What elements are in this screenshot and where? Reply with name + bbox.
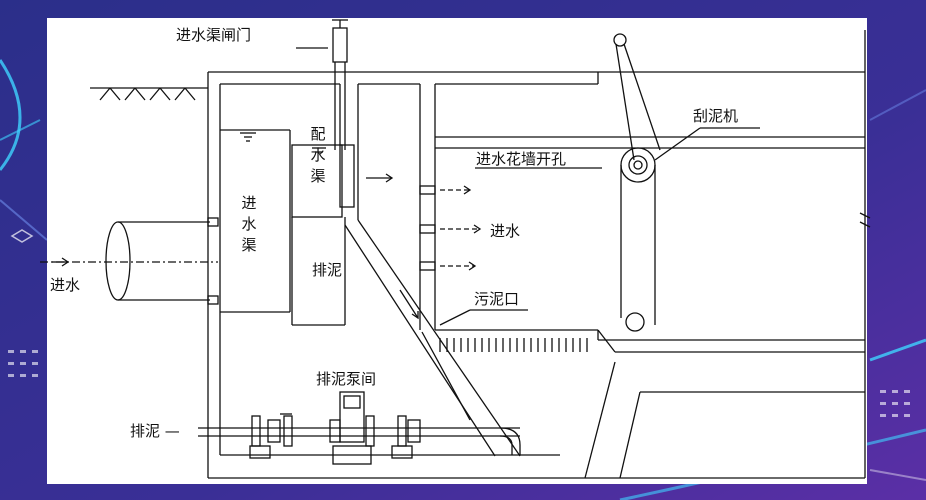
ground-hatching	[99, 87, 196, 101]
diagram-panel	[47, 18, 867, 484]
inlet-pipe	[40, 217, 219, 305]
inlet-wall-holes	[419, 185, 436, 271]
sludge-pipe	[198, 391, 521, 465]
label-inlet-gate: 进水渠闸门	[176, 26, 252, 44]
label-sludge-drain: 排泥	[312, 261, 343, 279]
label-sludge-port: 污泥口	[474, 290, 520, 308]
label-distribution-channel: 配水渠	[310, 125, 326, 185]
label-inlet-channel: 进水渠	[241, 194, 257, 254]
label-scraper: 刮泥机	[693, 107, 739, 125]
scraper-machine	[613, 33, 760, 332]
inlet-gate	[296, 19, 355, 208]
label-inlet-wall-holes: 进水花墙开孔	[476, 150, 567, 168]
label-inflow-right: 进水	[490, 222, 521, 240]
sludge-deposit-hatching	[439, 338, 588, 352]
flow-arrows	[52, 173, 482, 320]
label-sludge-pump-room: 排泥泵间	[316, 370, 377, 388]
label-sludge-outlet: 排泥 —	[130, 422, 180, 440]
water-level-icon	[240, 132, 326, 153]
label-inflow: 进水	[50, 276, 81, 294]
